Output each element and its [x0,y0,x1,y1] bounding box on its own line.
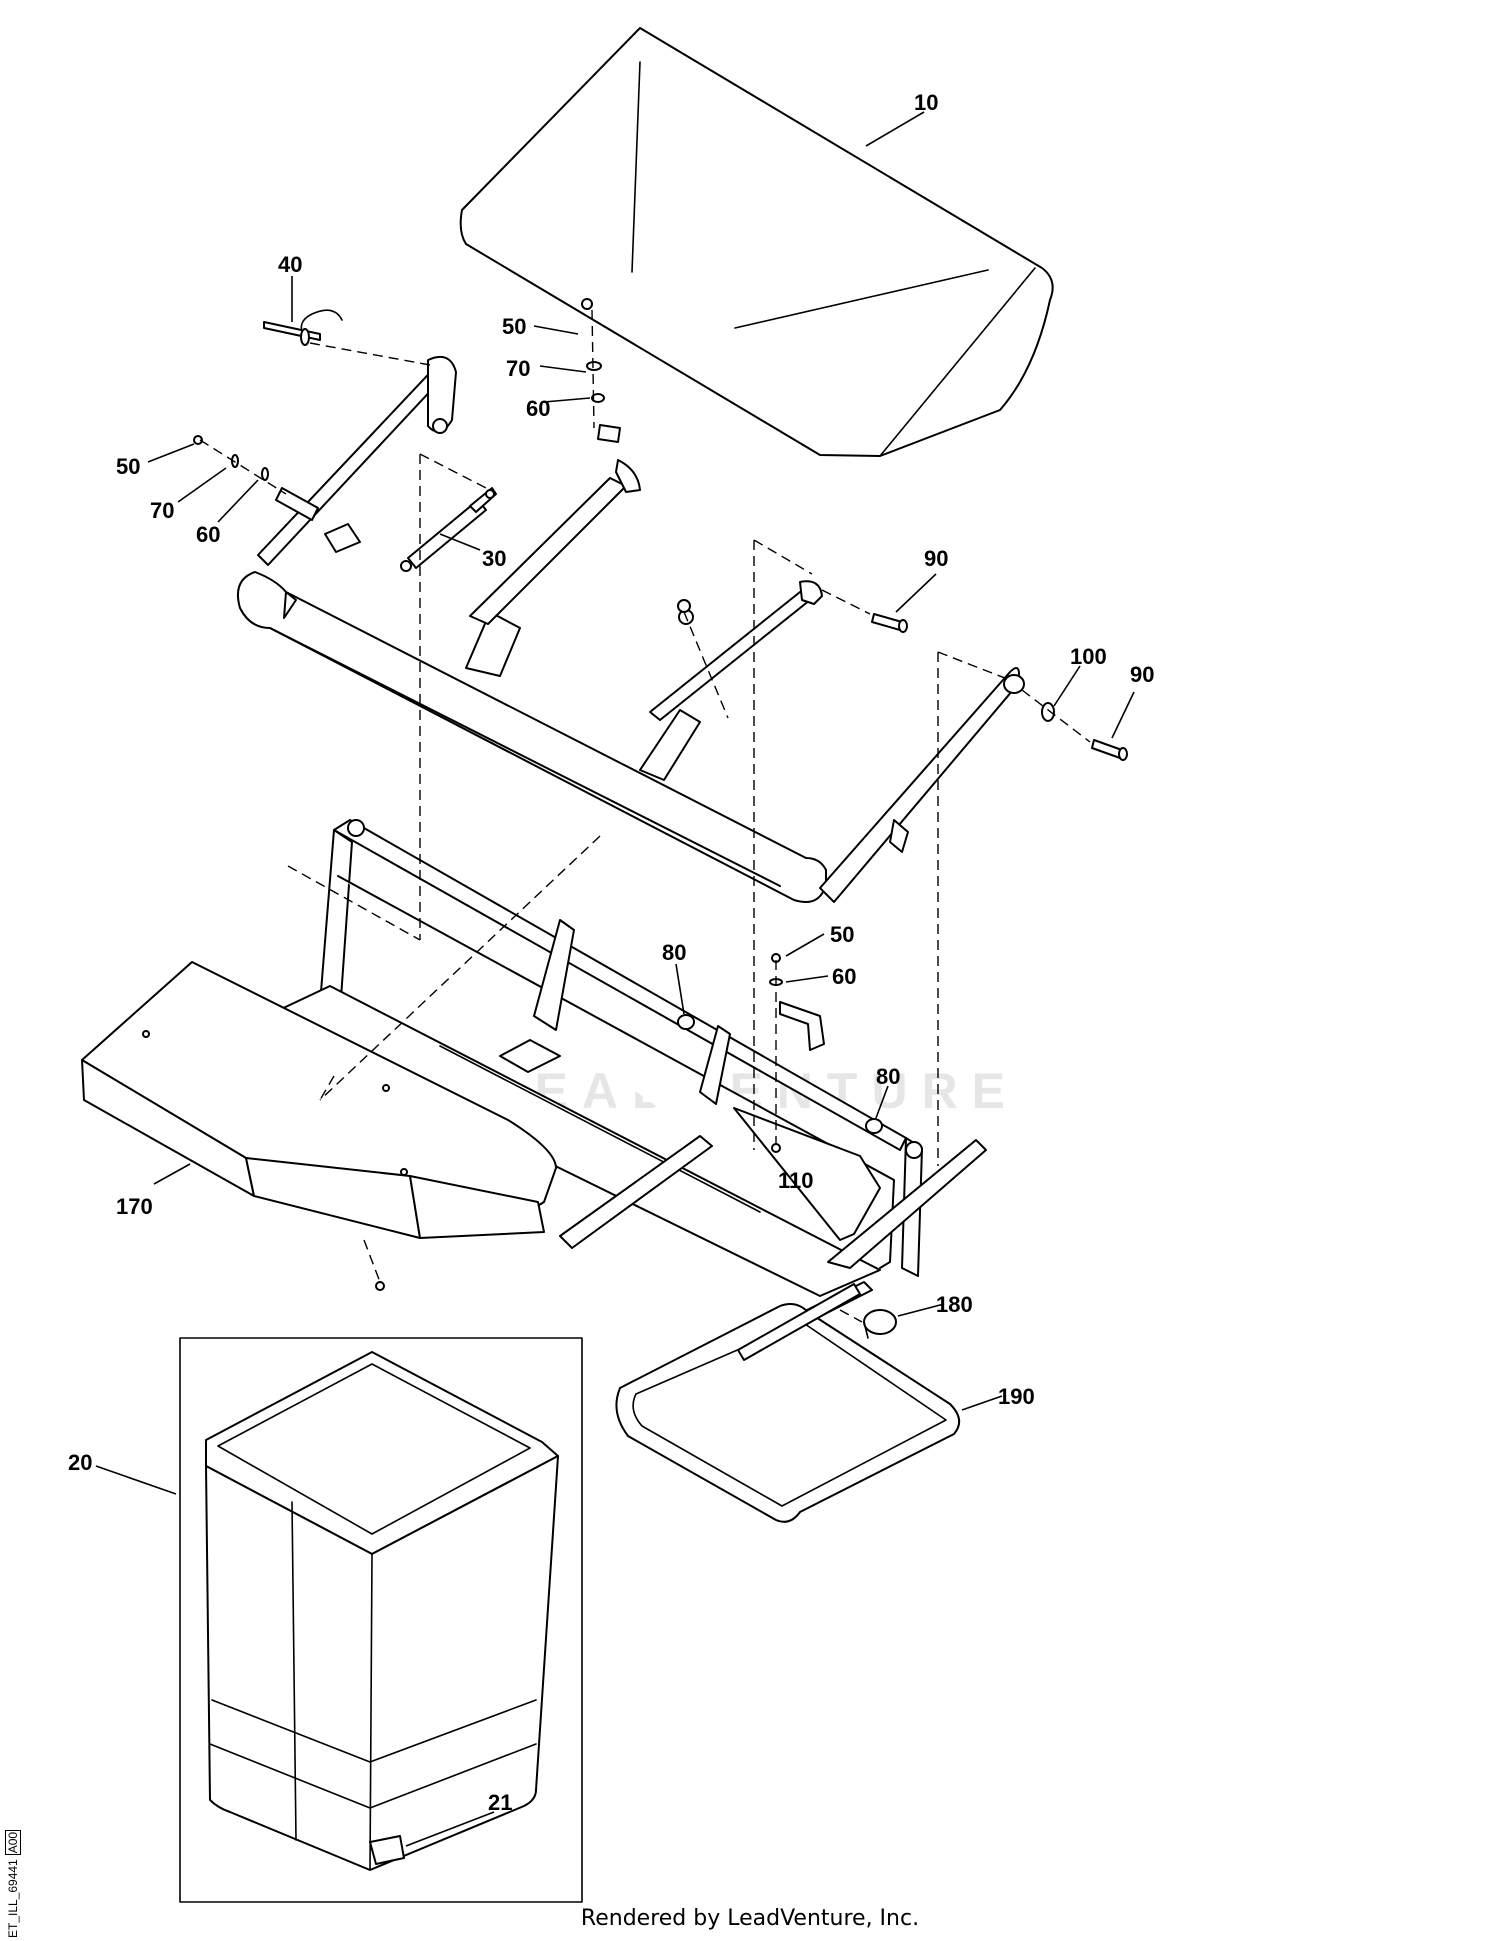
callout-180: 180 [936,1292,973,1317]
callout-50-top: 50 [502,314,526,339]
part-90-bolt-upper [871,613,908,633]
upper-tube-frame [236,459,1025,903]
part-40-pin [263,309,343,346]
part-10-cover [459,27,1054,457]
callout-70-left: 70 [150,498,174,523]
hardware-top-group [581,298,621,443]
callout-90-lower: 90 [1130,662,1154,687]
callout-80-upper: 80 [662,940,686,965]
part-100-washer [1041,702,1055,722]
callout-40: 40 [278,252,302,277]
drawing-id-label: ET_ILL_69441 A00 [5,1829,21,1938]
callout-110: 110 [778,1168,814,1193]
callout-90-upper: 90 [924,546,948,571]
part-190-tray [615,1283,961,1523]
callout-100: 100 [1070,644,1107,669]
callout-60-top: 60 [526,396,550,421]
part-180-bushing [863,1309,897,1339]
upper-bracket-arm [257,356,457,566]
callout-60-right: 60 [832,964,856,989]
rendered-by-footer: Rendered by LeadVenture, Inc. [580,1906,920,1931]
callout-labels: 10 40 50 70 60 50 70 60 30 90 100 90 50 … [68,90,1154,1815]
callout-60-left: 60 [196,522,220,547]
drawing-id: ET_ILL_69441 [6,1859,20,1938]
callout-10: 10 [914,90,938,115]
callout-70-top: 70 [506,356,530,381]
assembly-dashed-lines [199,309,1091,1838]
part-20-inset [179,1337,583,1903]
part-170-chute [81,961,557,1291]
hardware-right-group [677,599,883,1153]
callout-170: 170 [116,1194,153,1219]
callout-20: 20 [68,1450,92,1475]
drawing-revision: A00 [5,1829,21,1856]
callout-190: 190 [998,1384,1035,1409]
part-90-bolt-lower [1091,739,1128,761]
callout-30: 30 [482,546,506,571]
leader-lines [95,111,1135,1847]
hardware-left-group [193,435,269,481]
callout-50-right: 50 [830,922,854,947]
callout-50-left: 50 [116,454,140,479]
callout-80-lower: 80 [876,1064,900,1089]
part-30-gas-strut [324,487,497,572]
callout-21: 21 [488,1790,512,1815]
